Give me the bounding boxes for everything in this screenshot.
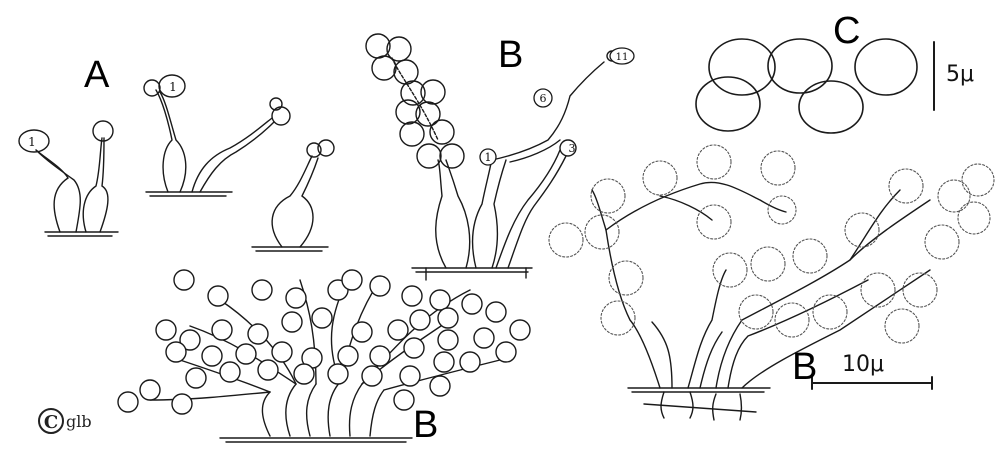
- conidium: [510, 320, 530, 340]
- conidium: [236, 344, 256, 364]
- conidium-number-b-first: 1: [480, 149, 496, 165]
- svg-text:3: 3: [569, 142, 576, 155]
- svg-text:1: 1: [485, 151, 492, 164]
- conidium: [388, 320, 408, 340]
- scale-label-5um: 5μ: [946, 64, 974, 86]
- conidium: [118, 392, 138, 412]
- conidium: [156, 320, 176, 340]
- conidium: [258, 360, 278, 380]
- conidium: [410, 310, 430, 330]
- conidium: [93, 121, 113, 141]
- panel-label-b-bottom-left: B: [413, 406, 438, 444]
- conidium-number-b-eleventh: 11: [610, 48, 634, 64]
- conidium: [400, 366, 420, 386]
- scale-label-10um: 10μ: [842, 354, 884, 376]
- panel-b-bottom-right-tree: [592, 182, 930, 420]
- conidium: [434, 352, 454, 372]
- conidium: [342, 270, 362, 290]
- conidium: [370, 346, 390, 366]
- conidium: [172, 394, 192, 414]
- conidium: [140, 380, 160, 400]
- conidium: [394, 390, 414, 410]
- panel-a-phialides: [19, 75, 334, 251]
- conidium: [438, 308, 458, 328]
- conidium: [370, 276, 390, 296]
- conidium-number-b-third: 3: [569, 142, 576, 155]
- conidium: [252, 280, 272, 300]
- conidium: [186, 368, 206, 388]
- conidium: [144, 80, 160, 96]
- panel-label-c: C: [833, 12, 860, 50]
- conidium: [328, 364, 348, 384]
- conidium-number-a-middle: 1: [169, 80, 177, 94]
- conidium: [174, 270, 194, 290]
- conidium: [208, 286, 228, 306]
- panel-label-b-top: B: [498, 36, 523, 74]
- conidium: [166, 342, 186, 362]
- conidium: [496, 342, 516, 362]
- panel-label-b-bottom-right: B: [792, 348, 817, 386]
- conidium: [362, 366, 382, 386]
- conidium: [282, 312, 302, 332]
- copyright-initials: glb: [66, 412, 92, 431]
- conidium: [202, 346, 222, 366]
- svg-text:11: 11: [616, 52, 629, 63]
- conidium: [294, 364, 314, 384]
- conidium: [474, 328, 494, 348]
- copyright-icon: C: [38, 408, 64, 434]
- conidium-number-a-left: 1: [28, 135, 36, 149]
- conidium: [430, 290, 450, 310]
- svg-text:1: 1: [28, 135, 36, 149]
- conidium: [438, 330, 458, 350]
- panel-c-conidia: [696, 39, 917, 133]
- conidium: [220, 362, 240, 382]
- svg-text:6: 6: [540, 92, 547, 105]
- panel-label-a: A: [84, 56, 109, 94]
- panel-b-bottom-right-conidia: [549, 145, 994, 343]
- conidium: [248, 324, 268, 344]
- conidium-number-b-sixth: 6: [534, 89, 552, 107]
- conidium: [352, 322, 372, 342]
- numbered-conidia: 1 1 1 3 6 11: [28, 48, 634, 165]
- copyright-mark: C glb: [38, 408, 92, 434]
- conidium: [212, 320, 232, 340]
- conidium: [486, 302, 506, 322]
- conidium: [286, 288, 306, 308]
- conidium: [338, 346, 358, 366]
- conidium: [460, 352, 480, 372]
- conidium: [272, 342, 292, 362]
- conidium: [462, 294, 482, 314]
- conidium: [430, 376, 450, 396]
- conidium: [404, 338, 424, 358]
- conidium: [312, 308, 332, 328]
- svg-text:1: 1: [169, 80, 177, 94]
- conidium: [402, 286, 422, 306]
